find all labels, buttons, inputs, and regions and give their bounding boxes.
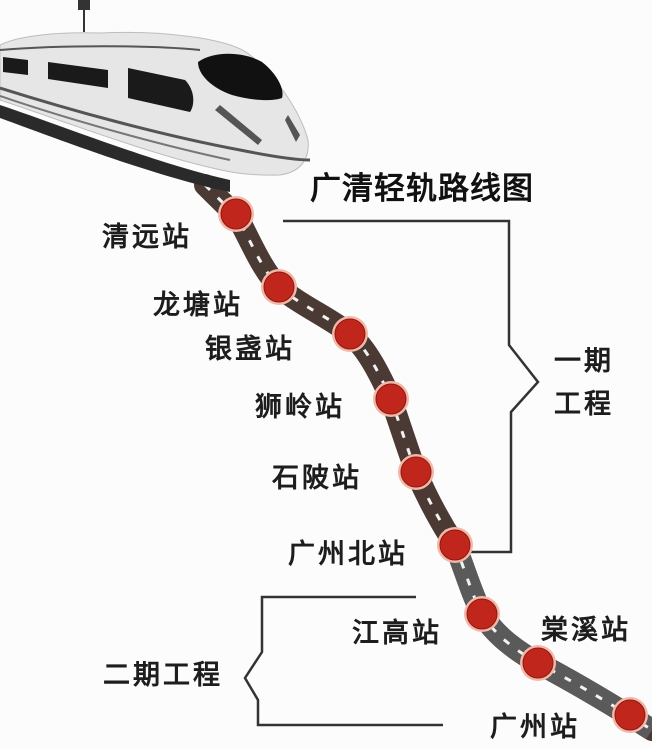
phase1-bracket [283, 219, 540, 554]
phase1-label-line1: 一期 [554, 346, 614, 377]
station-label-longtang: 龙塘站 [153, 290, 243, 321]
phase2-label: 二期工程 [103, 660, 223, 691]
station-marker [466, 598, 498, 630]
stations [218, 196, 648, 733]
station-label-shiling: 狮岭站 [255, 392, 345, 423]
station-label-qingyuan: 清远站 [102, 222, 192, 253]
station-marker [334, 318, 366, 350]
station-marker [220, 198, 252, 230]
station-label-tangxi: 棠溪站 [541, 615, 631, 646]
station-label-jianggao: 江高站 [352, 618, 442, 649]
station-marker [400, 456, 432, 488]
station-label-shibei: 石陂站 [272, 463, 362, 494]
phase2-bracket [243, 595, 443, 727]
station-marker [522, 647, 554, 679]
station-marker [614, 699, 646, 731]
train-illustration [0, 0, 311, 192]
station-label-guangzhou-north: 广州北站 [288, 539, 408, 570]
track [194, 174, 652, 741]
station-label-yinzhan: 银盏站 [205, 334, 295, 365]
station-marker [375, 383, 407, 415]
map-title: 广清轻轨路线图 [310, 171, 534, 207]
station-marker [439, 529, 471, 561]
station-label-guangzhou: 广州站 [490, 712, 580, 743]
phase1-label-line2: 工程 [554, 389, 614, 420]
station-marker [263, 271, 295, 303]
